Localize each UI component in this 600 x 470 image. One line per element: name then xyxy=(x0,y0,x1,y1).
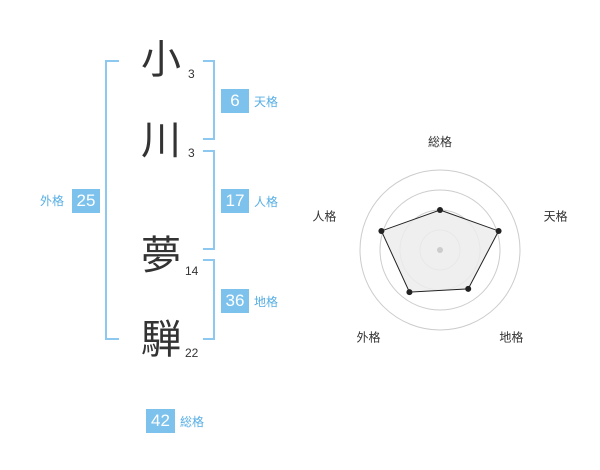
tenkaku-badge: 6 xyxy=(221,89,249,113)
radar-ring xyxy=(359,169,521,331)
gaikaku-bracket xyxy=(105,60,119,340)
tenkaku-label: 天格 xyxy=(254,95,279,109)
gaikaku-label: 外格 xyxy=(40,194,65,208)
soukaku-label: 総格 xyxy=(180,415,205,429)
jinkaku-badge: 17 xyxy=(221,189,249,213)
name-char-3: 夢 xyxy=(141,233,181,279)
radar-axis-label-3: 外格 xyxy=(357,329,381,344)
radar-points xyxy=(378,207,502,296)
radar-axis-label-2: 地格 xyxy=(499,329,523,344)
chikaku-badge: 36 xyxy=(221,289,249,313)
soukaku-badge: 42 xyxy=(146,409,175,433)
radar-axis-label-0: 総格 xyxy=(428,134,452,149)
radar-axis-label-4: 人格 xyxy=(312,209,336,224)
radar-point-3 xyxy=(406,289,413,296)
name-char-1: 小 xyxy=(141,37,181,83)
name-char-2: 川 xyxy=(141,118,181,164)
jinkaku-bracket xyxy=(203,150,215,250)
chikaku-bracket xyxy=(203,259,215,340)
chikaku-label: 地格 xyxy=(254,295,279,309)
radar-point-2 xyxy=(465,285,472,292)
radar-ring xyxy=(379,189,501,311)
stroke-count-1: 3 xyxy=(188,67,195,81)
tenkaku-bracket xyxy=(203,60,215,140)
jinkaku-label: 人格 xyxy=(254,195,279,209)
radar-point-1 xyxy=(495,227,502,234)
stroke-count-4: 22 xyxy=(185,346,199,360)
stroke-count-2: 3 xyxy=(188,146,195,160)
name-char-4: 騨 xyxy=(141,317,181,363)
radar-axis-label-1: 天格 xyxy=(544,209,568,224)
stroke-count-3: 14 xyxy=(185,264,199,278)
radar-center-dot xyxy=(437,247,443,253)
radar-point-4 xyxy=(378,227,385,234)
gaikaku-badge: 25 xyxy=(72,189,100,213)
radar-point-0 xyxy=(437,207,443,213)
